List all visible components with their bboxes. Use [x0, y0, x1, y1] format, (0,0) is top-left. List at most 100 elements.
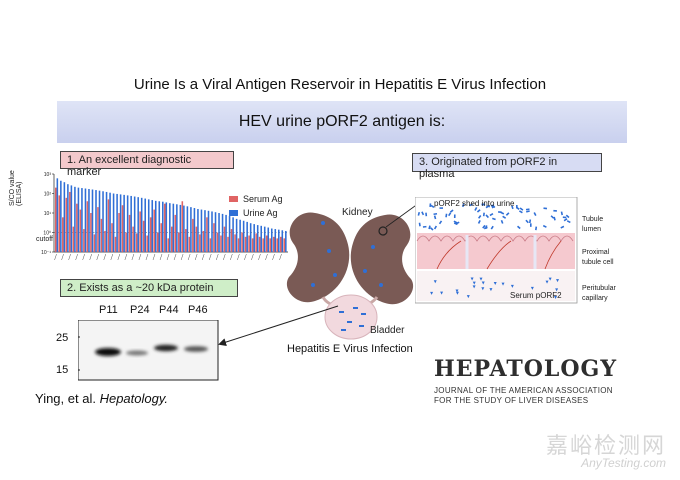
bar-urine — [119, 194, 122, 252]
bar-serum — [269, 238, 271, 252]
bar-urine — [116, 193, 118, 252]
porf2-particle — [535, 226, 538, 231]
legend-item-serum: Serum Ag — [229, 194, 283, 204]
porf2-particle — [562, 216, 567, 219]
porf2-particle — [433, 225, 438, 230]
bar-urine — [81, 188, 83, 252]
porf2-particle — [505, 212, 510, 216]
porf2-particle — [525, 208, 530, 211]
x-tick-mark — [244, 253, 247, 261]
legend-label-serum: Serum Ag — [243, 194, 283, 204]
x-tick-mark — [180, 253, 184, 261]
bar-urine — [158, 201, 161, 252]
band-p11 — [95, 348, 121, 356]
porf2-particle — [449, 209, 454, 213]
citation: Ying, et al. Hepatology. — [35, 391, 168, 406]
urine-virus — [341, 329, 346, 331]
serum-porf2-label: Serum pORF2 — [510, 291, 562, 300]
bar-urine — [102, 191, 104, 252]
porf2-particle — [425, 212, 428, 217]
bar-serum — [104, 230, 106, 252]
bar-serum — [163, 203, 166, 252]
bar-serum — [86, 201, 89, 252]
serum-porf2-particle — [545, 280, 549, 284]
porf2-particle — [430, 204, 435, 209]
serum-porf2-particle — [470, 277, 474, 281]
band-p46 — [184, 346, 208, 352]
x-tick-mark — [258, 253, 261, 261]
legend-label-urine: Urine Ag — [243, 208, 278, 218]
x-tick-mark — [279, 253, 282, 261]
y-axis-label-text: S/CO value (ELISA) — [9, 170, 23, 206]
brush-border — [416, 235, 574, 242]
serum-porf2-particle — [466, 295, 470, 299]
porf2-particle — [560, 211, 564, 216]
bar-urine — [204, 210, 206, 252]
bar-serum — [223, 226, 226, 252]
bar-serum — [72, 226, 75, 252]
right-kidney — [350, 214, 414, 305]
porf2-particle — [482, 224, 486, 229]
serum-porf2-particle — [430, 291, 434, 295]
bar-serum — [199, 234, 201, 252]
bar-urine — [123, 194, 125, 252]
porf2-particle — [543, 207, 548, 210]
kidney-label: Kidney — [342, 207, 373, 218]
bar-urine — [235, 218, 238, 252]
bar-serum — [135, 233, 138, 252]
porf2-particle — [542, 224, 547, 228]
lumen-particles — [417, 203, 571, 231]
bar-urine — [197, 209, 199, 252]
porf2-particle — [502, 215, 507, 219]
porf2-particle — [438, 220, 443, 225]
serum-porf2-particle — [548, 277, 552, 281]
y-axis-label: S/CO value (ELISA) — [9, 146, 23, 206]
bar-urine — [84, 188, 87, 252]
porf2-particle — [433, 212, 438, 216]
porf2-particle — [429, 227, 434, 231]
serum-porf2-particle — [556, 279, 560, 283]
porf2-particle — [533, 212, 537, 216]
bar-serum — [58, 195, 61, 252]
chart-legend: Serum Ag Urine Ag — [229, 194, 283, 218]
y-tick-label: 10⁰ — [43, 231, 51, 237]
bar-serum — [192, 218, 194, 252]
marker-15: 15 — [56, 364, 69, 376]
y-tick-label: 10² — [44, 192, 52, 198]
porf2-particle — [500, 219, 504, 224]
porf2-particle — [418, 222, 421, 227]
serum-porf2-particle — [481, 281, 485, 285]
x-tick-mark — [96, 253, 99, 261]
bar-serum — [262, 238, 264, 252]
porf2-particle — [529, 223, 532, 227]
urine-virus — [347, 321, 352, 323]
bar-urine — [239, 219, 241, 252]
porf2-particle — [518, 210, 523, 214]
serum-particles — [430, 277, 560, 299]
bar-urine — [137, 197, 139, 252]
x-tick-mark — [117, 253, 121, 261]
bar-serum — [188, 236, 191, 252]
virus-dot — [363, 269, 367, 273]
bar-urine — [200, 209, 203, 252]
bar-serum — [178, 232, 180, 252]
bar-urine — [172, 203, 175, 252]
bar-urine — [98, 190, 101, 252]
lane-p44: P44 — [159, 304, 179, 316]
zoom-circle — [378, 226, 388, 236]
capillary-layer — [417, 271, 575, 301]
banner: HEV urine pORF2 antigen is: — [57, 101, 627, 143]
bar-serum — [220, 235, 222, 252]
bar-urine — [144, 198, 146, 252]
porf2-particle — [417, 211, 421, 216]
bar-urine — [207, 210, 210, 252]
bar-urine — [162, 201, 164, 252]
y-tick-label: 10³ — [44, 172, 52, 178]
urine-virus — [339, 311, 344, 313]
serum-porf2-particle — [501, 282, 505, 286]
virus-dot — [379, 283, 383, 287]
peritubular-capillary-label: Peritubular capillary — [582, 285, 616, 302]
bar-serum — [93, 234, 96, 252]
porf2-particle — [490, 225, 494, 230]
